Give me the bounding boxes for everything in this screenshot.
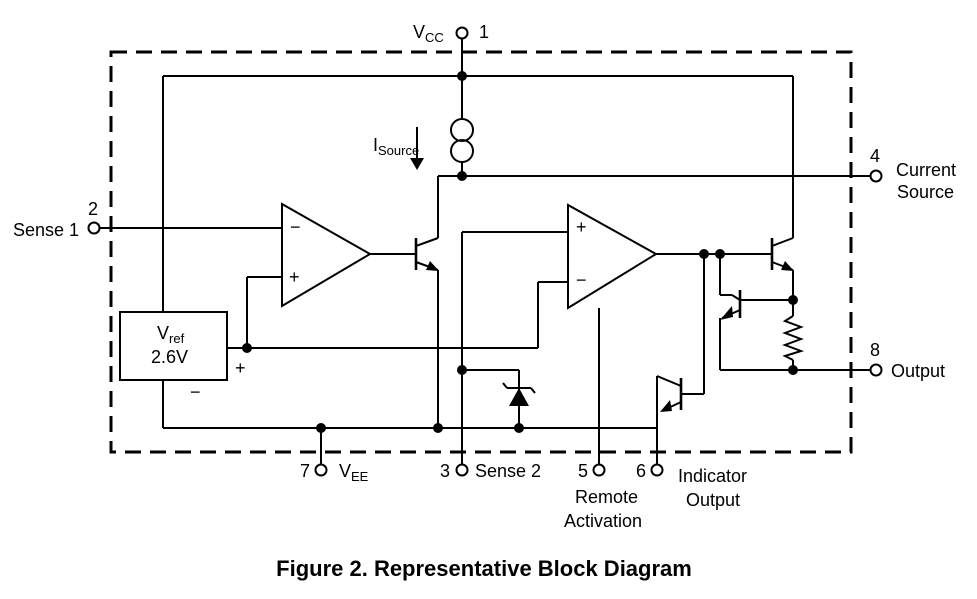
pin-remote-activation-label-line2: Activation	[564, 511, 642, 531]
zener-diode	[502, 382, 536, 406]
amp2-minus-label: −	[576, 270, 587, 290]
pin-output-number: 8	[870, 340, 880, 360]
pin-current-source-terminal	[869, 169, 883, 183]
pin-output-label: Output	[891, 361, 945, 381]
resistor	[782, 315, 805, 361]
amplifier-1: − +	[281, 202, 372, 308]
current-source	[410, 118, 474, 170]
current-source-label: ISource	[373, 135, 419, 158]
transistor-indicator	[656, 375, 683, 412]
amp1-plus-label: +	[289, 267, 300, 287]
pin-sense1-label: Sense 1	[13, 220, 79, 240]
pin-vcc-number: 1	[479, 22, 489, 42]
vref-minus-label: −	[190, 382, 201, 402]
amp1-minus-label: −	[290, 217, 301, 237]
vref-name: Vref	[157, 323, 185, 346]
pin-indicator-output-label-line2: Output	[686, 490, 740, 510]
transistor-q3	[720, 290, 742, 320]
pin-remote-activation-label-line1: Remote	[575, 487, 638, 507]
figure-caption: Figure 2. Representative Block Diagram	[276, 556, 692, 581]
transistor-output	[770, 237, 794, 271]
pin-sense2-terminal	[455, 463, 469, 477]
pin-sense1-terminal	[87, 221, 101, 235]
package-boundary	[109, 50, 853, 454]
pin-output-terminal	[869, 363, 883, 377]
pin-indicator-output-label-line1: Indicator	[678, 466, 747, 486]
vref-plus-label: +	[235, 358, 246, 378]
pin-sense2-label: Sense 2	[475, 461, 541, 481]
vref-block: Vref 2.6V + −	[119, 311, 246, 402]
pin-sense2-number: 3	[440, 461, 450, 481]
pin-vee-terminal	[314, 463, 328, 477]
pin-current-source-label-line2: Source	[897, 182, 954, 202]
pin-vcc-terminal	[455, 26, 469, 40]
pin-indicator-output-terminal	[650, 463, 664, 477]
transistor-q1	[414, 237, 439, 271]
pin-sense1-number: 2	[88, 199, 98, 219]
pin-indicator-output-number: 6	[636, 461, 646, 481]
pin-vcc-label: VCC	[413, 22, 444, 45]
wiring	[100, 38, 870, 464]
pin-remote-activation-terminal	[592, 463, 606, 477]
amp2-plus-label: +	[576, 217, 587, 237]
pin-current-source-number: 4	[870, 146, 880, 166]
pin-remote-activation-number: 5	[578, 461, 588, 481]
vref-value: 2.6V	[151, 347, 188, 367]
junction-dots	[242, 71, 798, 433]
pin-vee-number: 7	[300, 461, 310, 481]
pin-current-source-label-line1: Current	[896, 160, 956, 180]
pin-vee-label: VEE	[339, 461, 369, 484]
amplifier-2: + −	[567, 203, 658, 310]
